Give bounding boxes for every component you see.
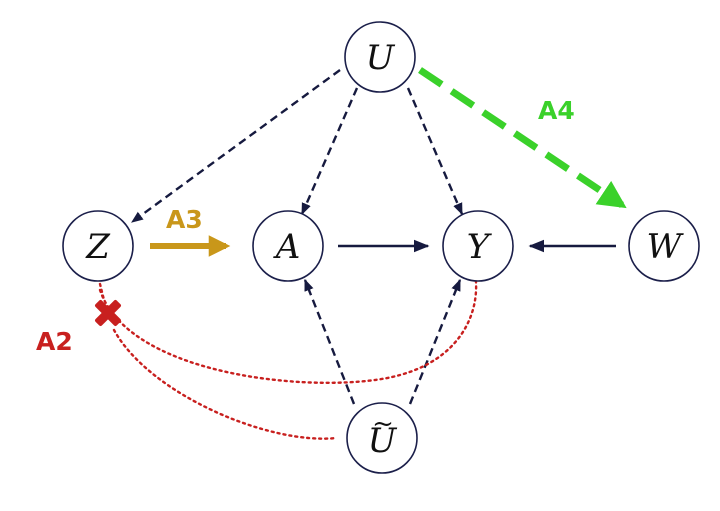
node-u-tilde: U ~	[346, 402, 418, 474]
edge-z-utilde-dotted-a2	[112, 328, 338, 440]
node-w-label: W	[647, 227, 685, 267]
edge-u-to-w-a4	[418, 67, 627, 209]
node-a-label: A	[273, 227, 301, 267]
edge-u-to-y	[406, 87, 464, 216]
assumption-a4-label: A4	[538, 96, 575, 125]
node-u: U	[344, 21, 416, 93]
node-u-label: U	[366, 38, 396, 78]
node-a: A	[252, 210, 324, 282]
edge-utilde-to-y	[408, 278, 462, 405]
edge-u-to-a	[300, 87, 359, 216]
blocked-x-icon	[95, 300, 121, 326]
node-y-label: Y	[467, 227, 493, 267]
node-z-label: Z	[85, 227, 111, 267]
tilde-accent: ~	[372, 409, 394, 439]
edge-z-y-dotted-a2	[98, 280, 478, 385]
assumption-a2-label: A2	[36, 327, 73, 356]
node-w: W	[628, 210, 700, 282]
edge-z-stub-dotted-a2	[98, 282, 106, 302]
assumption-a3-label: A3	[166, 205, 203, 234]
node-z: Z	[62, 210, 134, 282]
edge-utilde-to-a	[303, 278, 356, 405]
node-u-tilde-label: U	[368, 421, 398, 461]
edge-u-to-z	[131, 69, 341, 223]
node-y: Y	[442, 210, 514, 282]
